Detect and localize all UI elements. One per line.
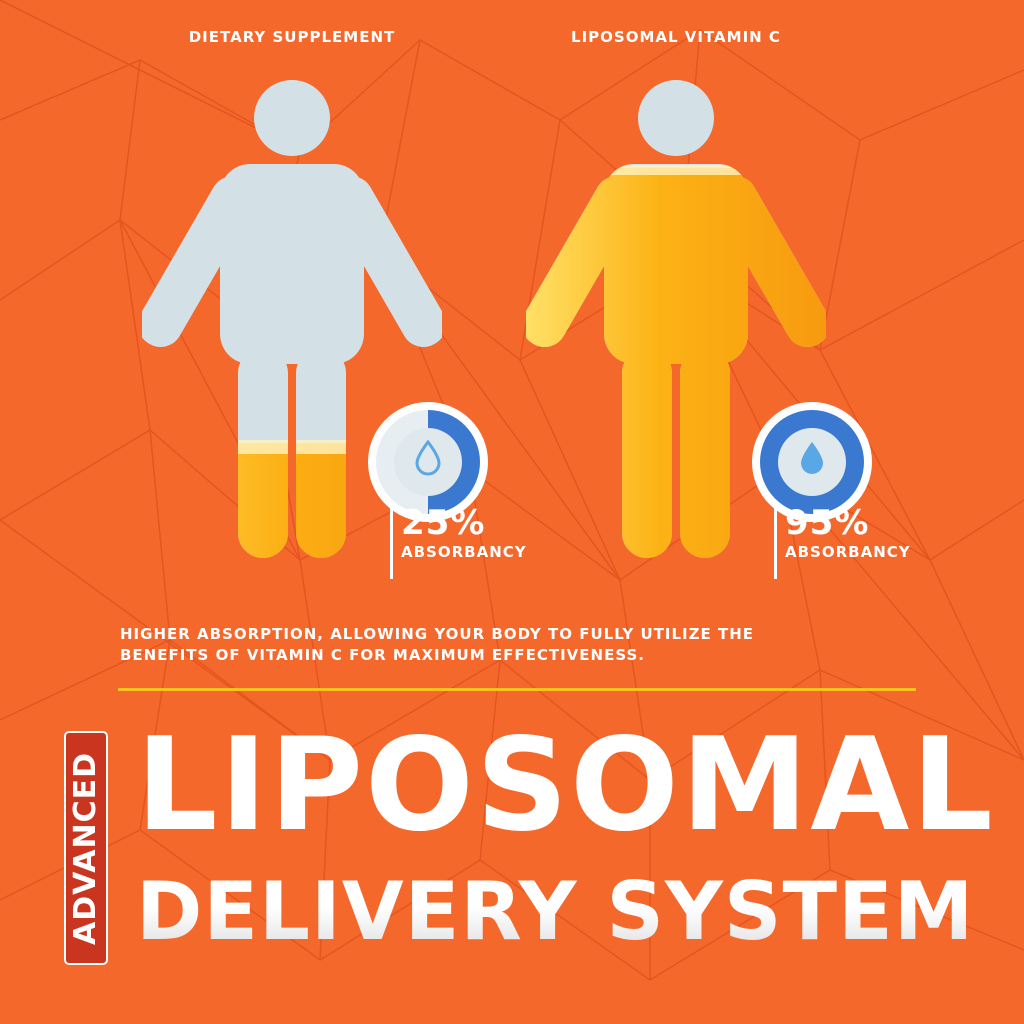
divider (118, 688, 916, 691)
right-absorbancy-label: ABSORBANCY (785, 543, 911, 561)
advanced-badge-text: ADVANCED (68, 751, 104, 945)
right-gauge (750, 400, 874, 524)
right-absorbancy-value: 95% (785, 503, 870, 543)
tagline-line-2: BENEFITS OF VITAMIN C FOR MAXIMUM EFFECT… (120, 646, 645, 664)
tagline: HIGHER ABSORPTION, ALLOWING YOUR BODY TO… (120, 624, 900, 666)
advanced-badge: ADVANCED (64, 731, 108, 965)
left-gauge (366, 400, 490, 524)
headline-liposomal: LIPOSOMAL (136, 711, 995, 860)
dietary-supplement-title: DIETARY SUPPLEMENT (188, 28, 396, 46)
water-drop-icon (752, 402, 872, 522)
liposomal-vitamin-c-title: LIPOSOMAL VITAMIN C (571, 28, 781, 46)
tagline-line-1: HIGHER ABSORPTION, ALLOWING YOUR BODY TO… (120, 625, 755, 643)
right-stat: 95% ABSORBANCY (774, 503, 911, 579)
left-stat: 25% ABSORBANCY (390, 503, 527, 579)
water-drop-icon (368, 402, 488, 522)
headline-delivery-system: DELIVERY SYSTEM (136, 862, 986, 962)
left-absorbancy-value: 25% (401, 503, 486, 543)
left-absorbancy-label: ABSORBANCY (401, 543, 527, 561)
